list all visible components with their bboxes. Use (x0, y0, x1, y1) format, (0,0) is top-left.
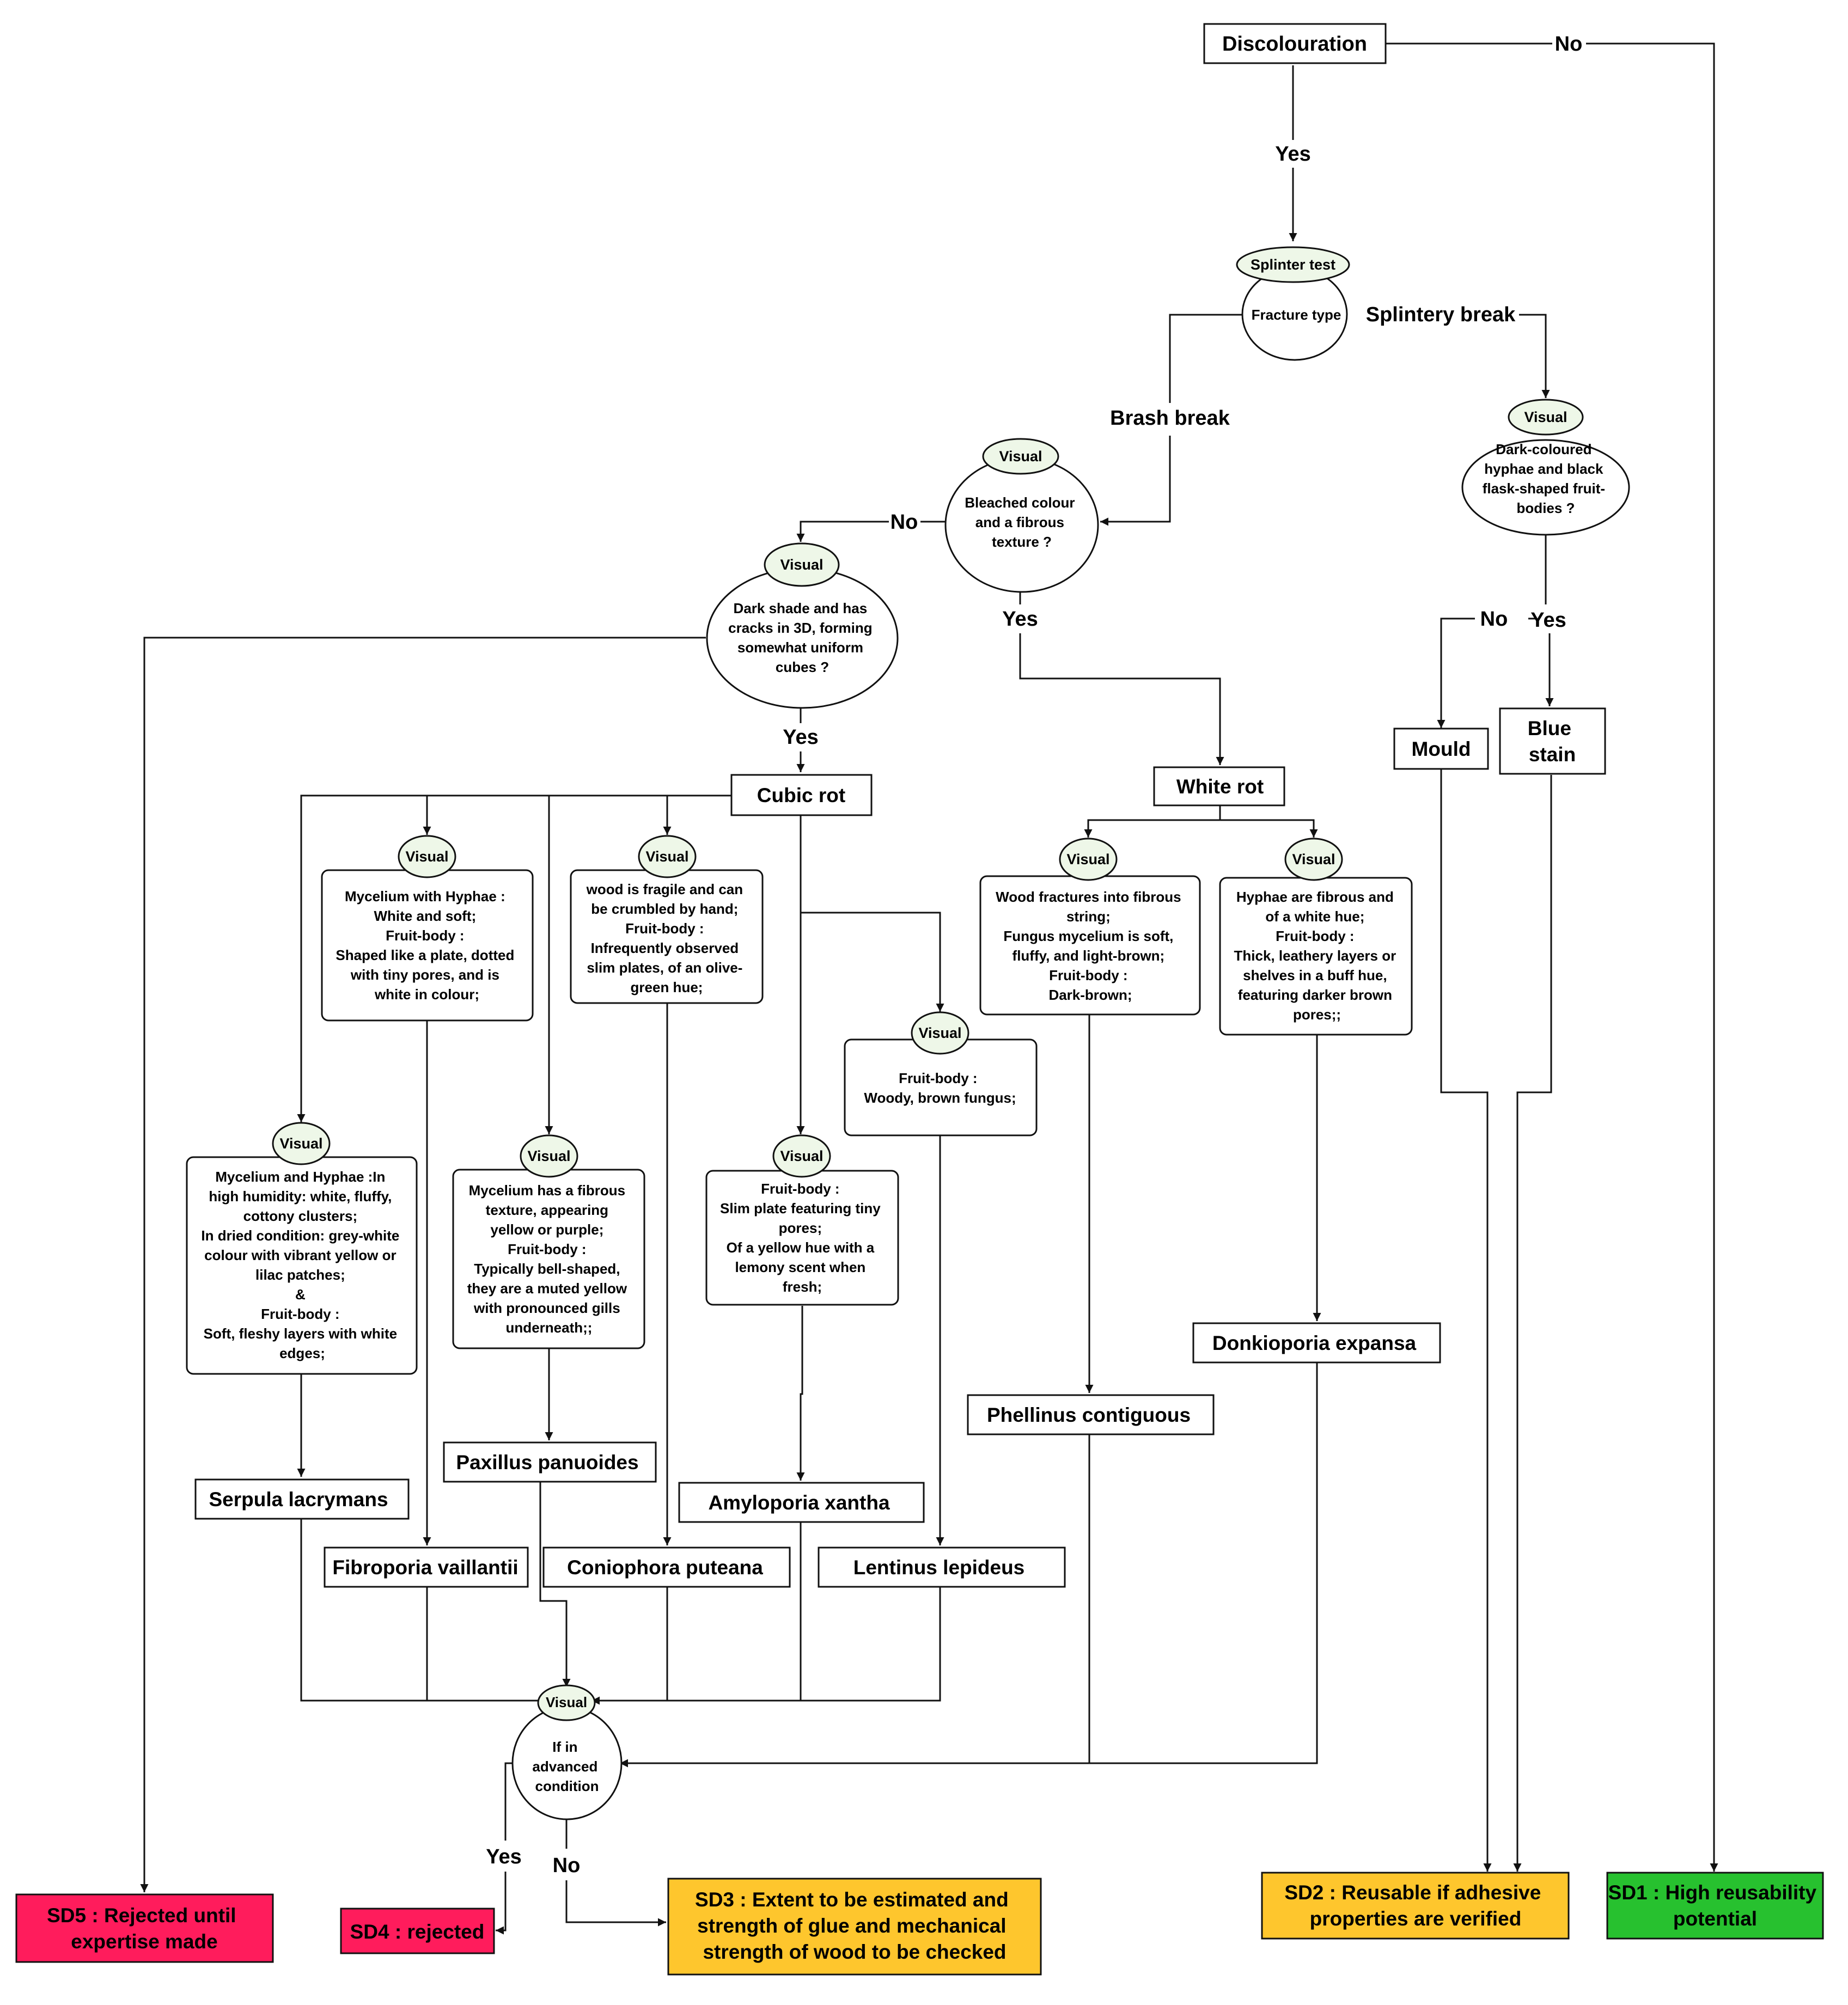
svg-text:SD2 : Reusable if adhesive: SD2 : Reusable if adhesive properties ar… (1284, 1881, 1546, 1930)
paxillus-panuoides-node: Paxillus panuoides (443, 1441, 657, 1483)
outcome-sd2: SD2 : Reusable if adhesive properties ar… (1261, 1872, 1570, 1940)
dark-hyphae-question-node: Visual Dark-coloured hyphae and black fl… (1461, 399, 1630, 536)
label-yes-blue-stain: Yes (1530, 609, 1566, 632)
svg-text:Visual: Visual (918, 1025, 961, 1041)
label-yes-cubic: Yes (783, 726, 819, 749)
svg-text:Amyloporia xantha: Amyloporia xantha (708, 1491, 889, 1514)
svg-text:SD3 : Extent to be estimated a: SD3 : Extent to be estimated and strengt… (695, 1888, 1014, 1963)
discolouration-node: Discolouration (1203, 23, 1387, 64)
phellinus-contiguous-node: Phellinus contiguous (967, 1394, 1215, 1435)
svg-text:Splinter test: Splinter test (1251, 256, 1335, 273)
svg-text:Visual: Visual (546, 1694, 587, 1710)
bleached-question-node: Visual Bleached colour and a fibrous tex… (944, 438, 1099, 593)
svg-text:Dark-coloured hyphae and: Dark-coloured hyphae and black flask-sha… (1483, 441, 1609, 516)
label-no-mould: No (1480, 608, 1508, 631)
svg-text:Dark shade and has crack: Dark shade and has cracks in 3D, forming… (728, 600, 876, 675)
svg-text:Visual: Visual (279, 1135, 322, 1152)
svg-text:Lentinus lepideus: Lentinus lepideus (853, 1556, 1025, 1579)
svg-text:Visual: Visual (645, 848, 688, 865)
svg-text:Visual: Visual (780, 557, 823, 573)
svg-text:Bleached colour and a fi: Bleached colour and a fibrous texture ? (965, 494, 1079, 550)
svg-text:Visual: Visual (780, 1148, 823, 1164)
coniophora-description: Visual wood is fragile and can be crumbl… (570, 835, 764, 1004)
fibroporia-description: Visual Mycelium with Hyphae : White and … (321, 835, 534, 1022)
label-yes-bleached: Yes (1002, 608, 1038, 631)
blue-stain-node: Blue stain (1499, 707, 1606, 775)
edge-labels: No Yes Splintery break Brash break No Ye… (486, 33, 1582, 1877)
splinter-test-node: Splinter test Fracture type (1236, 246, 1350, 361)
white-rot-node: White rot (1153, 766, 1285, 806)
svg-text:SD1 : High reusability p: SD1 : High reusability potential (1608, 1881, 1822, 1930)
label-no-sd1: No (1555, 33, 1583, 56)
lentinus-lepideus-node: Lentinus lepideus (818, 1546, 1066, 1588)
svg-text:Visual: Visual (999, 448, 1042, 464)
svg-text:Visual: Visual (527, 1148, 570, 1164)
svg-text:Donkioporia expansa: Donkioporia expansa (1212, 1332, 1417, 1354)
connectors (140, 42, 1718, 1935)
svg-text:White rot: White rot (1176, 775, 1264, 798)
amyloporia-description: Visual Fruit-body : Slim plate featuring… (705, 1134, 899, 1306)
serpula-lacrymans-node: Serpula lacrymans (194, 1478, 410, 1520)
svg-text:Fruit-body : Slim plate: Fruit-body : Slim plate featuring tiny p… (720, 1181, 885, 1295)
lentinus-description: Visual Fruit-body : Woody, brown fungus; (844, 1011, 1038, 1136)
svg-text:Mould: Mould (1412, 738, 1471, 760)
phellinus-description: Visual Wood fractures into fibrous strin… (979, 838, 1201, 1016)
label-yes-advanced: Yes (486, 1845, 522, 1868)
svg-text:Mycelium with Hyphae : W: Mycelium with Hyphae : White and soft; F… (336, 888, 518, 1002)
svg-text:Fruit-body : Woody, brow: Fruit-body : Woody, brown fungus; (864, 1070, 1016, 1106)
svg-text:Phellinus contiguous: Phellinus contiguous (987, 1404, 1191, 1426)
svg-text:Fibroporia vaillantii: Fibroporia vaillantii (332, 1556, 518, 1579)
paxillus-description: Visual Mycelium has a fibrous texture, a… (452, 1134, 645, 1349)
svg-text:Serpula lacrymans: Serpula lacrymans (209, 1488, 388, 1511)
svg-text:Visual: Visual (1066, 851, 1109, 867)
mould-node: Mould (1393, 728, 1489, 770)
advanced-condition-node: Visual If in advanced condition (511, 1684, 623, 1820)
label-no-bleached: No (891, 511, 918, 534)
svg-text:wood is fragile and can: wood is fragile and can be crumbled by h… (586, 881, 747, 995)
label-no-advanced: No (553, 1854, 581, 1877)
svg-text:SD5 : Rejected until exp: SD5 : Rejected until expertise made (47, 1904, 242, 1953)
donkioporia-description: Visual Hyphae are fibrous and of a white… (1219, 838, 1413, 1036)
svg-text:Wood fractures into fibrous: Wood fractures into fibrous string; Fung… (996, 889, 1185, 1003)
svg-text:Discolouration: Discolouration (1222, 33, 1367, 56)
label-brash-break: Brash break (1110, 407, 1230, 430)
fibroporia-vaillantii-node: Fibroporia vaillantii (324, 1546, 529, 1588)
outcome-sd1: SD1 : High reusability potential (1606, 1872, 1824, 1940)
amyloporia-xantha-node: Amyloporia xantha (678, 1482, 925, 1523)
svg-text:Visual: Visual (405, 848, 448, 865)
dark-shade-question-node: Visual Dark shade and has cracks in 3D, … (706, 542, 899, 709)
outcome-sd3: SD3 : Extent to be estimated and strengt… (667, 1878, 1042, 1976)
label-yes-discolouration: Yes (1275, 143, 1311, 166)
serpula-description: Visual Mycelium and Hyphae :In high humi… (186, 1122, 418, 1375)
svg-text:Blue stain: Blue stain (1528, 717, 1577, 766)
outcome-sd5: SD5 : Rejected until expertise made (15, 1893, 274, 1963)
svg-text:Visual: Visual (1292, 851, 1335, 867)
svg-text:Fracture type: Fracture type (1252, 307, 1341, 323)
outcome-sd4: SD4 : rejected (340, 1908, 495, 1954)
coniophora-puteana-node: Coniophora puteana (542, 1546, 791, 1588)
svg-text:Cubic rot: Cubic rot (757, 784, 845, 806)
cubic-rot-node: Cubic rot (730, 774, 873, 816)
svg-text:If in advanced con: If in advanced condition (532, 1739, 601, 1794)
svg-text:Visual: Visual (1524, 409, 1567, 425)
svg-text:Hyphae are fibrous and o: Hyphae are fibrous and of a white hue; F… (1234, 889, 1400, 1023)
label-splintery-break: Splintery break (1366, 303, 1516, 326)
svg-text:Paxillus panuoides: Paxillus panuoides (456, 1451, 638, 1474)
svg-text:Mycelium and Hyphae :In: Mycelium and Hyphae :In high humidity: w… (201, 1169, 403, 1361)
donkioporia-expansa-node: Donkioporia expansa (1192, 1322, 1441, 1364)
svg-text:Coniophora puteana: Coniophora puteana (567, 1556, 763, 1579)
svg-text:Mycelium has a fibrous t: Mycelium has a fibrous texture, appearin… (467, 1182, 631, 1336)
svg-text:SD4 : rejected: SD4 : rejected (350, 1921, 485, 1943)
